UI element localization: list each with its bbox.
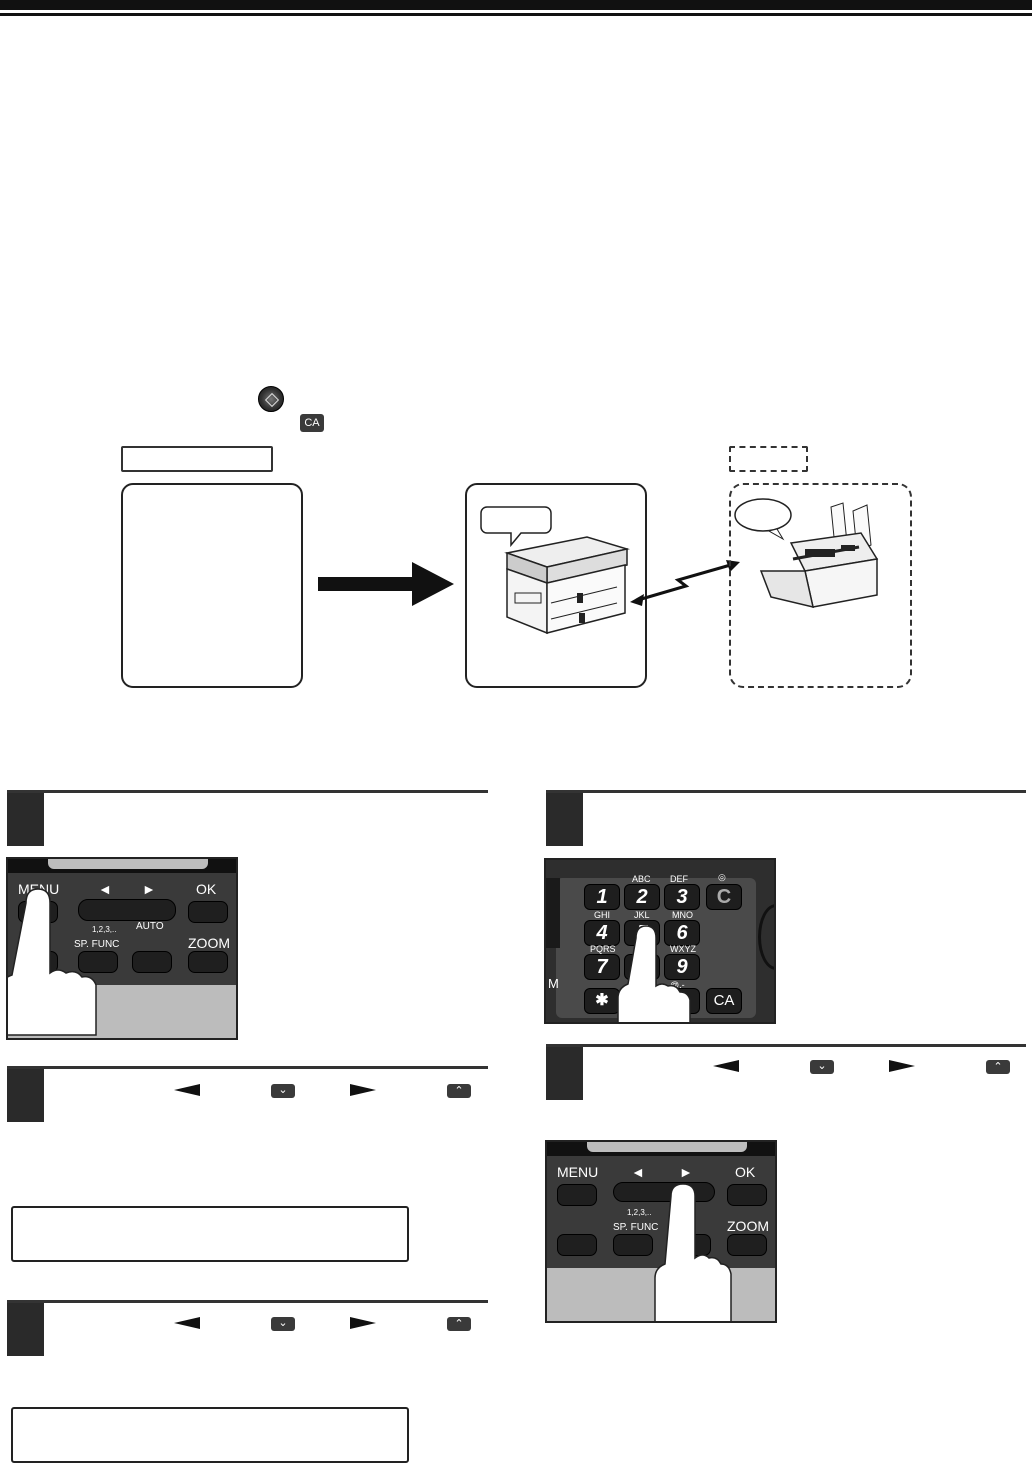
sp-func-button[interactable] [78,951,118,973]
ok-button[interactable] [727,1184,767,1206]
duplex-button[interactable] [557,1234,597,1256]
step-3-header [7,1300,488,1359]
left-arrow-label: ◄ [98,881,112,897]
clear-all-key-icon: CA [300,414,324,432]
step-4-header [546,790,1026,849]
diagram-machine-panel [465,483,647,688]
copier-fax-machine-icon [480,506,630,635]
key-4-sub: GHI [594,910,611,920]
sp-func-button[interactable] [613,1234,653,1256]
diagram-label-box-left [121,446,273,472]
control-panel-step-1: MENU ◄ ► OK 1,2,3,.. SP. FUNC AUTO ZOOM [6,857,238,1040]
clear-icon-label: ◎ [718,872,726,882]
key-4[interactable]: 4 [584,920,620,946]
right-arrow-icon [318,562,454,606]
key-9-sub: WXYZ [670,944,696,954]
diagram-remote-panel [729,483,912,688]
key-9[interactable]: 9 [664,954,700,980]
key-3-sub: DEF [670,874,688,884]
down-key-icon: ⌄ [810,1060,834,1074]
menu-label: MENU [557,1164,599,1180]
key-6[interactable]: 6 [664,920,700,946]
sort-label: 1,2,3,.. [627,1208,652,1217]
ok-button[interactable] [188,901,228,923]
left-triangle-icon [713,1060,739,1072]
key-1[interactable]: 1 [584,884,620,910]
remote-fax-machine-icon [734,498,879,609]
finger-pointer-icon [617,925,691,1022]
right-triangle-icon [350,1317,376,1329]
step-3-tab [7,1303,44,1356]
key-7[interactable]: 7 [584,954,620,980]
ok-label: OK [735,1164,756,1180]
exposure-button[interactable] [132,951,172,973]
sp-func-label: SP. FUNC [613,1222,659,1233]
zoom-button[interactable] [727,1234,767,1256]
finger-pointer-icon [8,888,97,1036]
finger-pointer-icon [654,1183,732,1321]
left-arrow-label: ◄ [631,1164,645,1180]
right-triangle-icon [889,1060,915,1072]
up-key-icon: ⌃ [447,1084,471,1098]
right-triangle-icon [350,1084,376,1096]
step-1-tab [7,793,44,846]
control-panel-step-5: MENU ◄ ► OK 1,2,3,.. SP. FUNC ZOOM [545,1140,777,1323]
diagram-left-panel [121,483,303,688]
step-1-header [7,790,488,849]
lightning-signal-icon [630,560,740,606]
zoom-label: ZOOM [727,1218,769,1234]
down-key-icon: ⌄ [271,1084,295,1098]
key-2-sub: ABC [632,874,651,884]
step-4-tab [546,793,583,846]
menu-button[interactable] [557,1184,597,1206]
left-triangle-icon [174,1084,200,1096]
step-2-tab [7,1069,44,1122]
zoom-button[interactable] [188,951,228,973]
up-key-icon: ⌃ [447,1317,471,1331]
key-5-sub: JKL [634,910,650,920]
sort-label: 1,2,3,.. [92,925,117,934]
clear-all-key[interactable]: CA [706,988,742,1014]
lcd-display-step-2 [11,1206,409,1262]
key-3[interactable]: 3 [664,884,700,910]
header-rule-thick [0,0,1032,10]
keypad-panel: M ABC DEF ◎ 1 2 3 C GHI JKL MNO 4 5 6 PQ… [544,858,776,1024]
sp-func-label: SP. FUNC [74,939,120,950]
m-label: M [548,976,559,991]
lcd-display-step-3 [11,1407,409,1463]
start-key-icon [258,386,284,412]
right-arrow-label: ► [679,1164,693,1180]
step-2-header [7,1066,488,1125]
at-label: @.-_ [670,980,690,990]
ok-label: OK [196,881,217,897]
up-key-icon: ⌃ [986,1060,1010,1074]
auto-label: AUTO [136,921,164,932]
right-arrow-label: ► [142,881,156,897]
step-5-tab [546,1047,583,1100]
key-6-sub: MNO [672,910,693,920]
diagram-label-box-right [729,446,808,472]
down-key-icon: ⌄ [271,1317,295,1331]
key-7-sub: PQRS [590,944,616,954]
arrow-rocker-button[interactable] [78,899,176,921]
header-rule-thin [0,13,1032,16]
key-2[interactable]: 2 [624,884,660,910]
left-triangle-icon [174,1317,200,1329]
star-key[interactable]: ✱ [584,988,620,1014]
zoom-label: ZOOM [188,935,230,951]
clear-key[interactable]: C [706,884,742,910]
step-5-header [546,1044,1026,1103]
